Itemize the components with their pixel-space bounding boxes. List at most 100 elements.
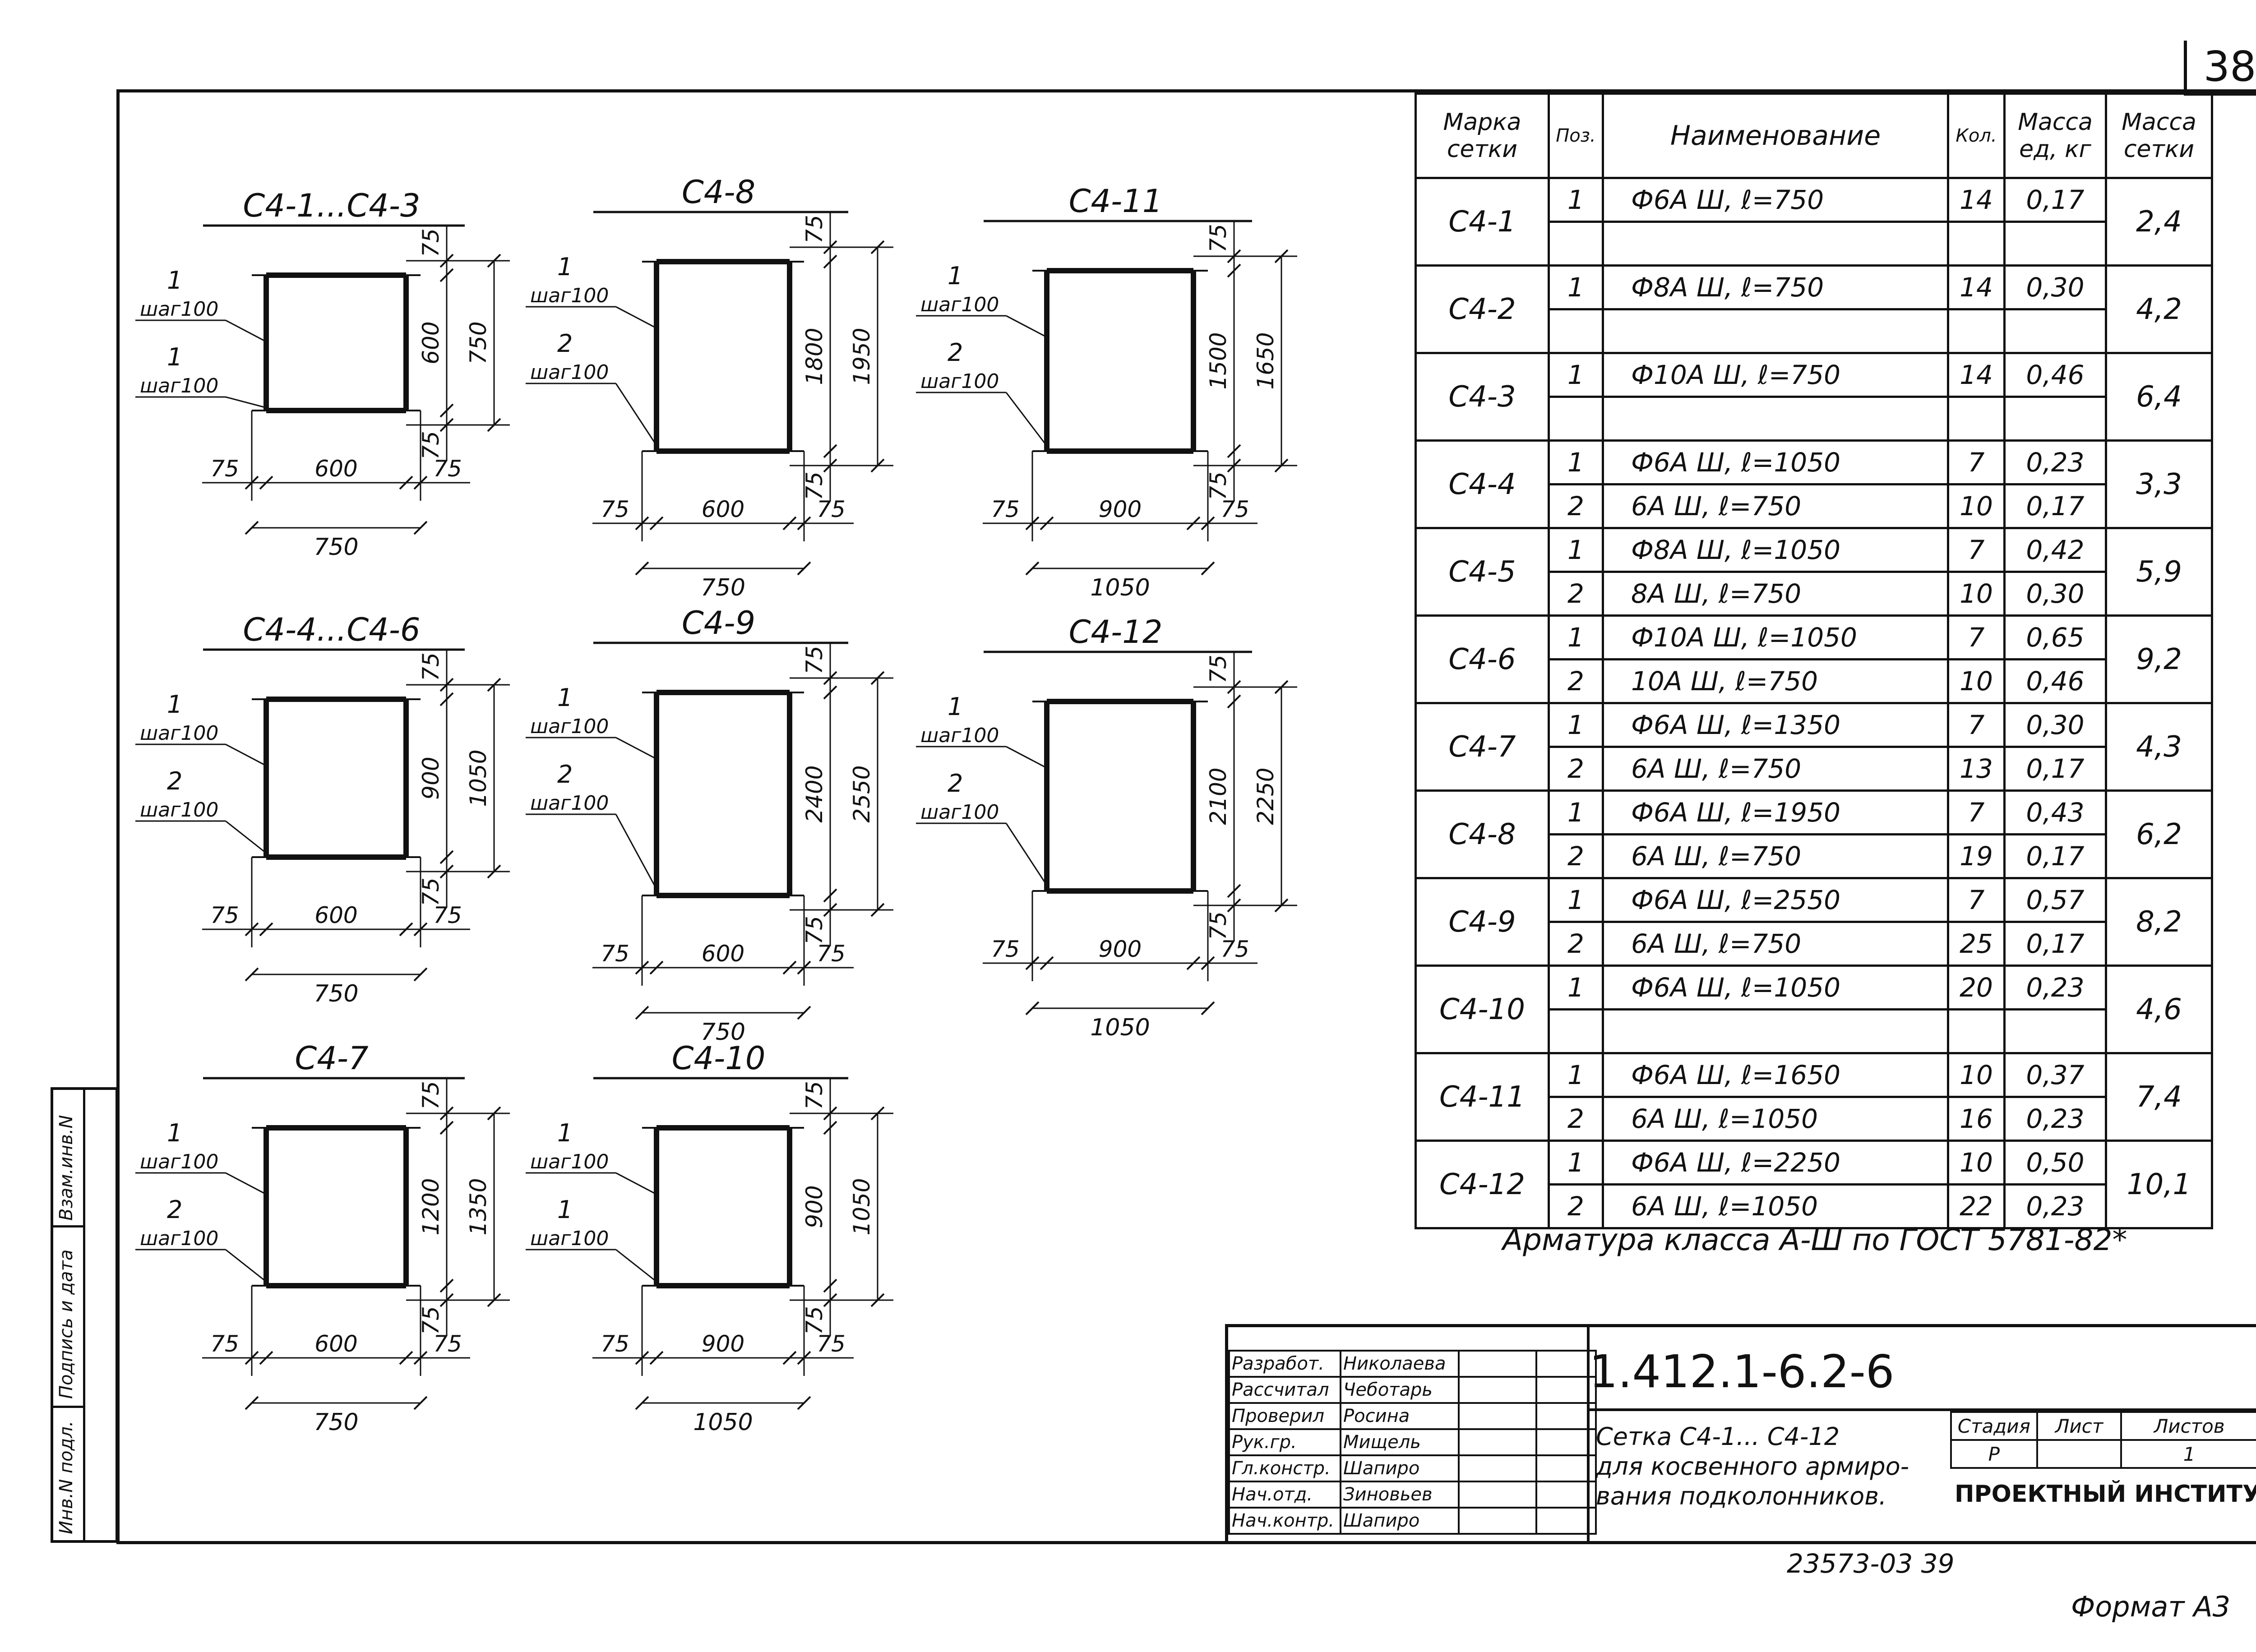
leader-step-top: шаг100 (530, 715, 609, 738)
spec-name (1602, 1008, 1949, 1054)
spec-unit-mass: 0,57 (2003, 877, 2107, 923)
dim-tick (487, 254, 501, 268)
dim-total-vertical-text: 1350 (465, 1178, 491, 1235)
spec-unit-mass: 0,17 (2003, 483, 2107, 529)
dim-tick (1201, 561, 1215, 576)
person-name: Шапиро (1340, 1507, 1460, 1535)
header-unit-mass: Масса ед, кг (2003, 92, 2107, 179)
stage-value: Р (1950, 1439, 2038, 1469)
dim-width-text: 600 (314, 902, 357, 928)
leader-step-bottom: шаг100 (530, 792, 609, 815)
dim-tick (439, 254, 454, 268)
spec-unit-mass: 0,30 (2003, 264, 2107, 310)
dim-top-text: 75 (801, 1081, 828, 1110)
dim-right-text: 75 (817, 1331, 846, 1357)
leader-line (1006, 315, 1049, 339)
spec-name: Ф6А Ш, ℓ=2550 (1602, 877, 1949, 923)
dim-total-vertical-text: 1050 (849, 1178, 875, 1235)
spec-qty: 7 (1947, 614, 2006, 660)
leader-pos-bottom: 2 (948, 769, 963, 798)
dim-tick (1227, 884, 1241, 898)
dim-total-vertical-text: 2250 (1253, 767, 1279, 825)
dim-tick (439, 850, 454, 864)
spec-total-mass: 6,4 (2105, 352, 2213, 442)
dim-right-text: 75 (433, 456, 462, 482)
dim-tick (1227, 458, 1241, 473)
dim-tick (823, 671, 837, 685)
spec-name: 6А Ш, ℓ=750 (1602, 833, 1949, 879)
dim-tick (439, 692, 454, 706)
empty-cell (1535, 1507, 1597, 1535)
dim-top-text: 75 (418, 1081, 444, 1110)
spec-name: Ф6А Ш, ℓ=1650 (1602, 1052, 1949, 1098)
spec-qty: 10 (1947, 1052, 2006, 1098)
dim-tick (797, 1006, 811, 1020)
dim-top-text: 75 (801, 215, 828, 244)
dim-bottom-text: 75 (801, 1306, 828, 1335)
dim-tick (259, 1351, 273, 1365)
dim-left-text: 75 (991, 496, 1020, 522)
dim-total-horizontal-text: 750 (314, 534, 358, 561)
dim-tick (1227, 898, 1241, 913)
spec-qty (1947, 308, 2006, 354)
spec-total-mass: 4,2 (2105, 264, 2213, 354)
leader-line (225, 319, 269, 344)
spec-pos: 1 (1548, 789, 1604, 835)
spec-qty: 7 (1947, 702, 2006, 748)
spec-pos (1548, 221, 1604, 267)
rebar-class-note: Арматура класса А-Ш по ГОСТ 5781-82* (1502, 1223, 2127, 1257)
specification-table: Марка сетки Поз. Наименование Кол. Масса… (1415, 92, 2213, 1229)
spec-pos: 1 (1548, 177, 1604, 223)
spec-qty (1947, 396, 2006, 442)
dim-tick (413, 475, 428, 490)
dim-tick (1025, 516, 1040, 531)
spec-name: Ф10А Ш, ℓ=750 (1602, 352, 1949, 398)
spec-unit-mass: 0,37 (2003, 1052, 2107, 1098)
dim-tick (487, 678, 501, 692)
dim-total-vertical-text: 1950 (849, 328, 875, 385)
dim-tick (439, 678, 454, 692)
leader-line (615, 383, 660, 449)
leader-step-top: шаг100 (140, 1150, 218, 1173)
spec-name (1602, 308, 1949, 354)
leader-step-top: шаг100 (140, 722, 218, 745)
spec-unit-mass: 0,17 (2003, 177, 2107, 223)
spec-unit-mass: 0,42 (2003, 527, 2107, 573)
dim-left-text: 75 (601, 941, 629, 967)
leader-step-bottom: шаг100 (920, 801, 999, 824)
leader-pos-bottom: 2 (167, 1195, 182, 1224)
paper-format: Формат А3 (2071, 1590, 2231, 1623)
sheet-number: 38 (2184, 41, 2256, 96)
dim-bottom-text: 75 (418, 1306, 444, 1335)
dim-tick (823, 1278, 837, 1293)
leader-pos-top: 1 (557, 683, 573, 712)
sheet-value (2036, 1439, 2122, 1469)
spec-qty: 22 (1947, 1183, 2006, 1229)
spec-unit-mass (2003, 308, 2107, 354)
spec-pos: 1 (1548, 1140, 1604, 1186)
document-code: 1.412.1-6.2-6 (1589, 1345, 1895, 1398)
person-name: Николаева (1340, 1350, 1460, 1378)
spec-name: 8А Ш, ℓ=750 (1602, 571, 1949, 617)
dim-tick (1227, 249, 1241, 263)
leader-pos-top: 1 (167, 690, 182, 719)
dim-tick (635, 960, 649, 975)
dim-mid-text: 1800 (801, 328, 828, 385)
dim-top-text: 75 (1205, 224, 1231, 253)
dim-tick (649, 516, 664, 531)
spec-qty: 10 (1947, 658, 2006, 704)
spec-qty: 7 (1947, 439, 2006, 485)
dim-right-text: 75 (1220, 496, 1249, 522)
dim-tick (870, 240, 885, 254)
empty-cell (1535, 1481, 1597, 1509)
dim-tick (399, 922, 413, 937)
mesh-title: С4-8 (682, 174, 755, 211)
leader-pos-bottom: 1 (557, 1195, 573, 1224)
dim-mid-text: 600 (418, 321, 444, 364)
spec-name: Ф6А Ш, ℓ=1050 (1602, 439, 1949, 485)
spec-name: 6А Ш, ℓ=750 (1602, 483, 1949, 529)
dim-left-text: 75 (601, 496, 629, 522)
spec-pos: 2 (1548, 658, 1604, 704)
spec-qty: 13 (1947, 746, 2006, 792)
